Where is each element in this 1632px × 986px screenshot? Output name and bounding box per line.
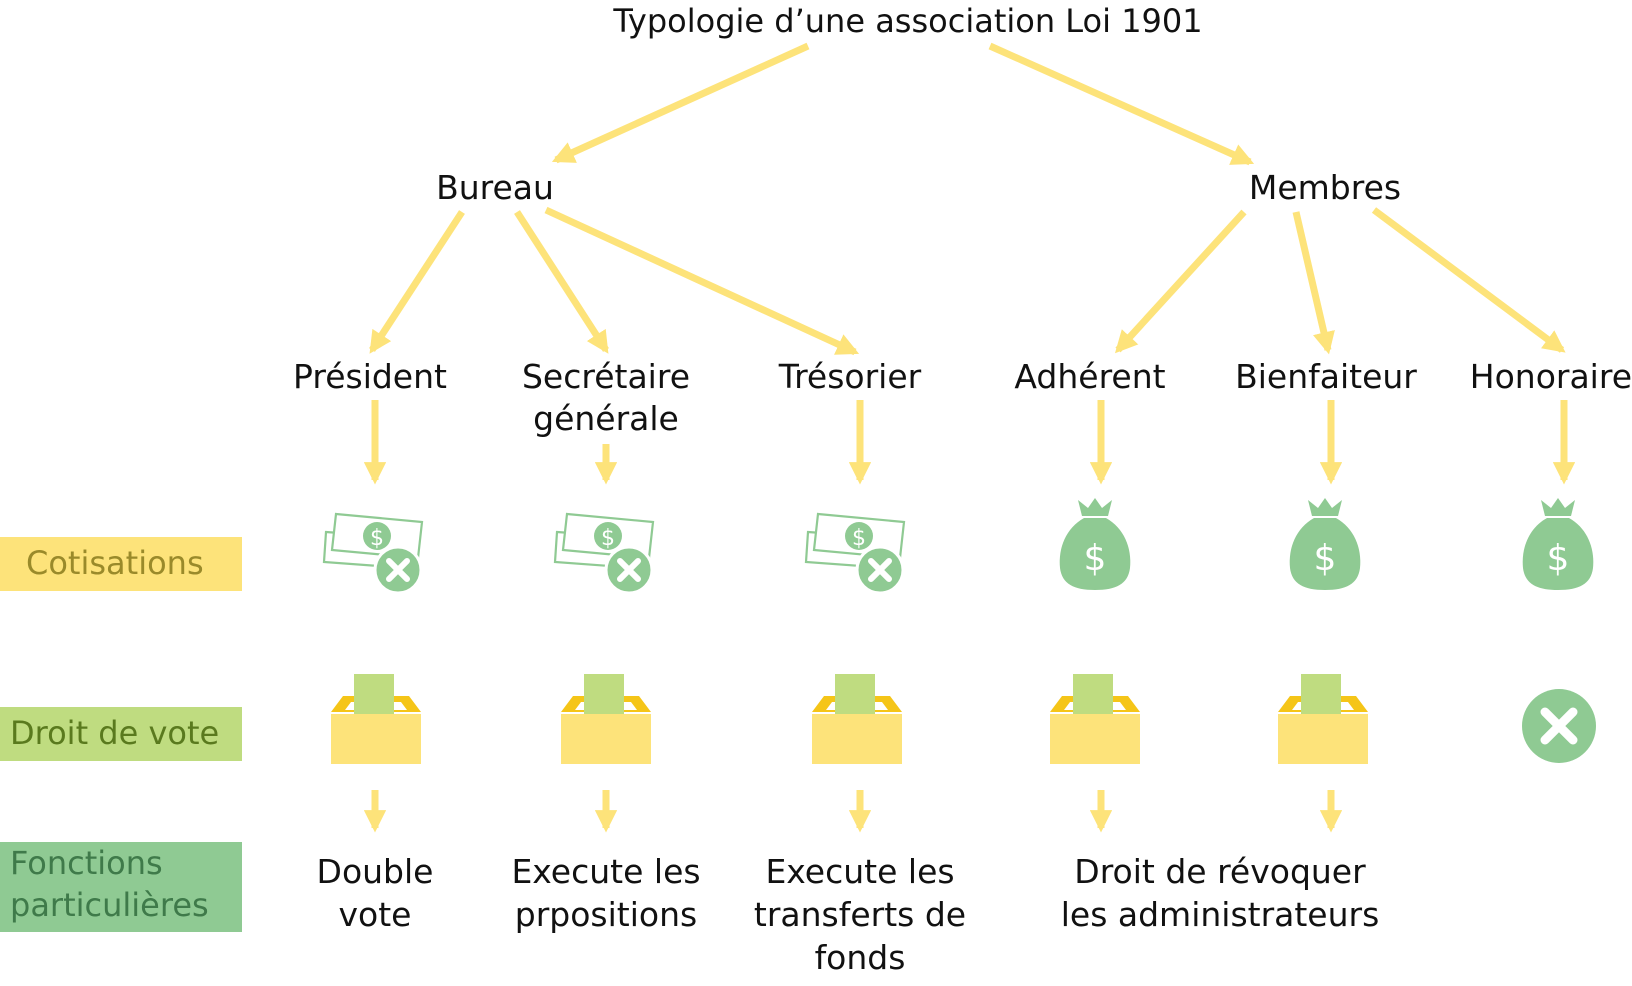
outcome-tresorier-line2: transferts de xyxy=(753,895,967,934)
outcome-president-line2: vote xyxy=(338,895,412,934)
role-label-president: Président xyxy=(293,357,447,396)
arrow-title-membres xyxy=(988,42,1255,166)
row-label-fonctions-line2: particulières xyxy=(10,886,209,924)
money-bag-icon: $ xyxy=(1522,498,1594,590)
row-label-fonctions: Fonctions particulières xyxy=(0,842,242,932)
role-label-secretaire-line2: générale xyxy=(533,399,679,438)
role-label-adherent: Adhérent xyxy=(1014,357,1166,396)
group-label-membres: Membres xyxy=(1248,168,1402,207)
role-label-honoraire: Honoraire xyxy=(1469,357,1632,396)
outcome-secretaire-line1: Execute les xyxy=(511,852,701,891)
svg-text:$: $ xyxy=(1547,538,1570,579)
outcome-membres-line2: les administrateurs xyxy=(1060,895,1380,934)
ballot-box-icon xyxy=(331,674,421,764)
outcome-tresorier-line1: Execute les xyxy=(765,852,955,891)
outcome-president: Double vote xyxy=(295,850,455,936)
group-label-bureau: Bureau xyxy=(436,168,554,207)
ballot-box-icon xyxy=(561,674,651,764)
ballot-box-icon xyxy=(1278,674,1368,764)
svg-text:$: $ xyxy=(1084,538,1107,579)
role-label-secretaire-line1: Secrétaire xyxy=(521,357,690,396)
arrow-bureau-secretaire xyxy=(514,210,609,354)
arrow-membres-honoraire xyxy=(1371,207,1566,353)
arrow-title-bureau xyxy=(551,42,810,164)
svg-text:$: $ xyxy=(601,526,615,551)
money-crossed-icon: $ xyxy=(322,512,424,595)
money-bag-icon: $ xyxy=(1059,498,1131,590)
ballot-box-icon xyxy=(812,674,902,764)
outcome-membres-line1: Droit de révoquer xyxy=(1074,852,1366,891)
ballot-box-icon xyxy=(1050,674,1140,764)
arrow-membres-bienfaiteur xyxy=(1292,211,1335,355)
svg-text:$: $ xyxy=(1314,538,1337,579)
no-vote-icon xyxy=(1522,689,1596,763)
outcome-membres: Droit de révoquer les administrateurs xyxy=(1040,850,1400,936)
outcome-tresorier-line3: fonds xyxy=(814,938,906,977)
outcome-secretaire: Execute les prpositions xyxy=(496,850,716,936)
money-bag-icon: $ xyxy=(1289,498,1361,590)
money-crossed-icon: $ xyxy=(553,512,655,595)
arrow-bureau-tresorier xyxy=(544,206,860,356)
outcome-tresorier: Execute les transferts de fonds xyxy=(740,850,980,979)
role-label-tresorier: Trésorier xyxy=(778,357,922,396)
svg-text:$: $ xyxy=(370,526,384,551)
svg-text:$: $ xyxy=(852,526,866,551)
outcome-secretaire-line2: prpositions xyxy=(514,895,698,934)
money-crossed-icon: $ xyxy=(804,512,906,595)
arrow-membres-adherent xyxy=(1114,209,1247,354)
diagram-title: Typologie d’une association Loi 1901 xyxy=(613,2,1203,40)
row-label-droit-de-vote: Droit de vote xyxy=(0,707,242,761)
row-label-fonctions-line1: Fonctions xyxy=(10,844,163,882)
row-label-cotisations: Cotisations xyxy=(0,537,242,591)
role-label-secretaire: Secrétaire générale xyxy=(506,356,706,440)
arrow-bureau-president xyxy=(369,210,465,354)
role-label-bienfaiteur: Bienfaiteur xyxy=(1235,357,1417,396)
outcome-president-line1: Double xyxy=(316,852,434,891)
